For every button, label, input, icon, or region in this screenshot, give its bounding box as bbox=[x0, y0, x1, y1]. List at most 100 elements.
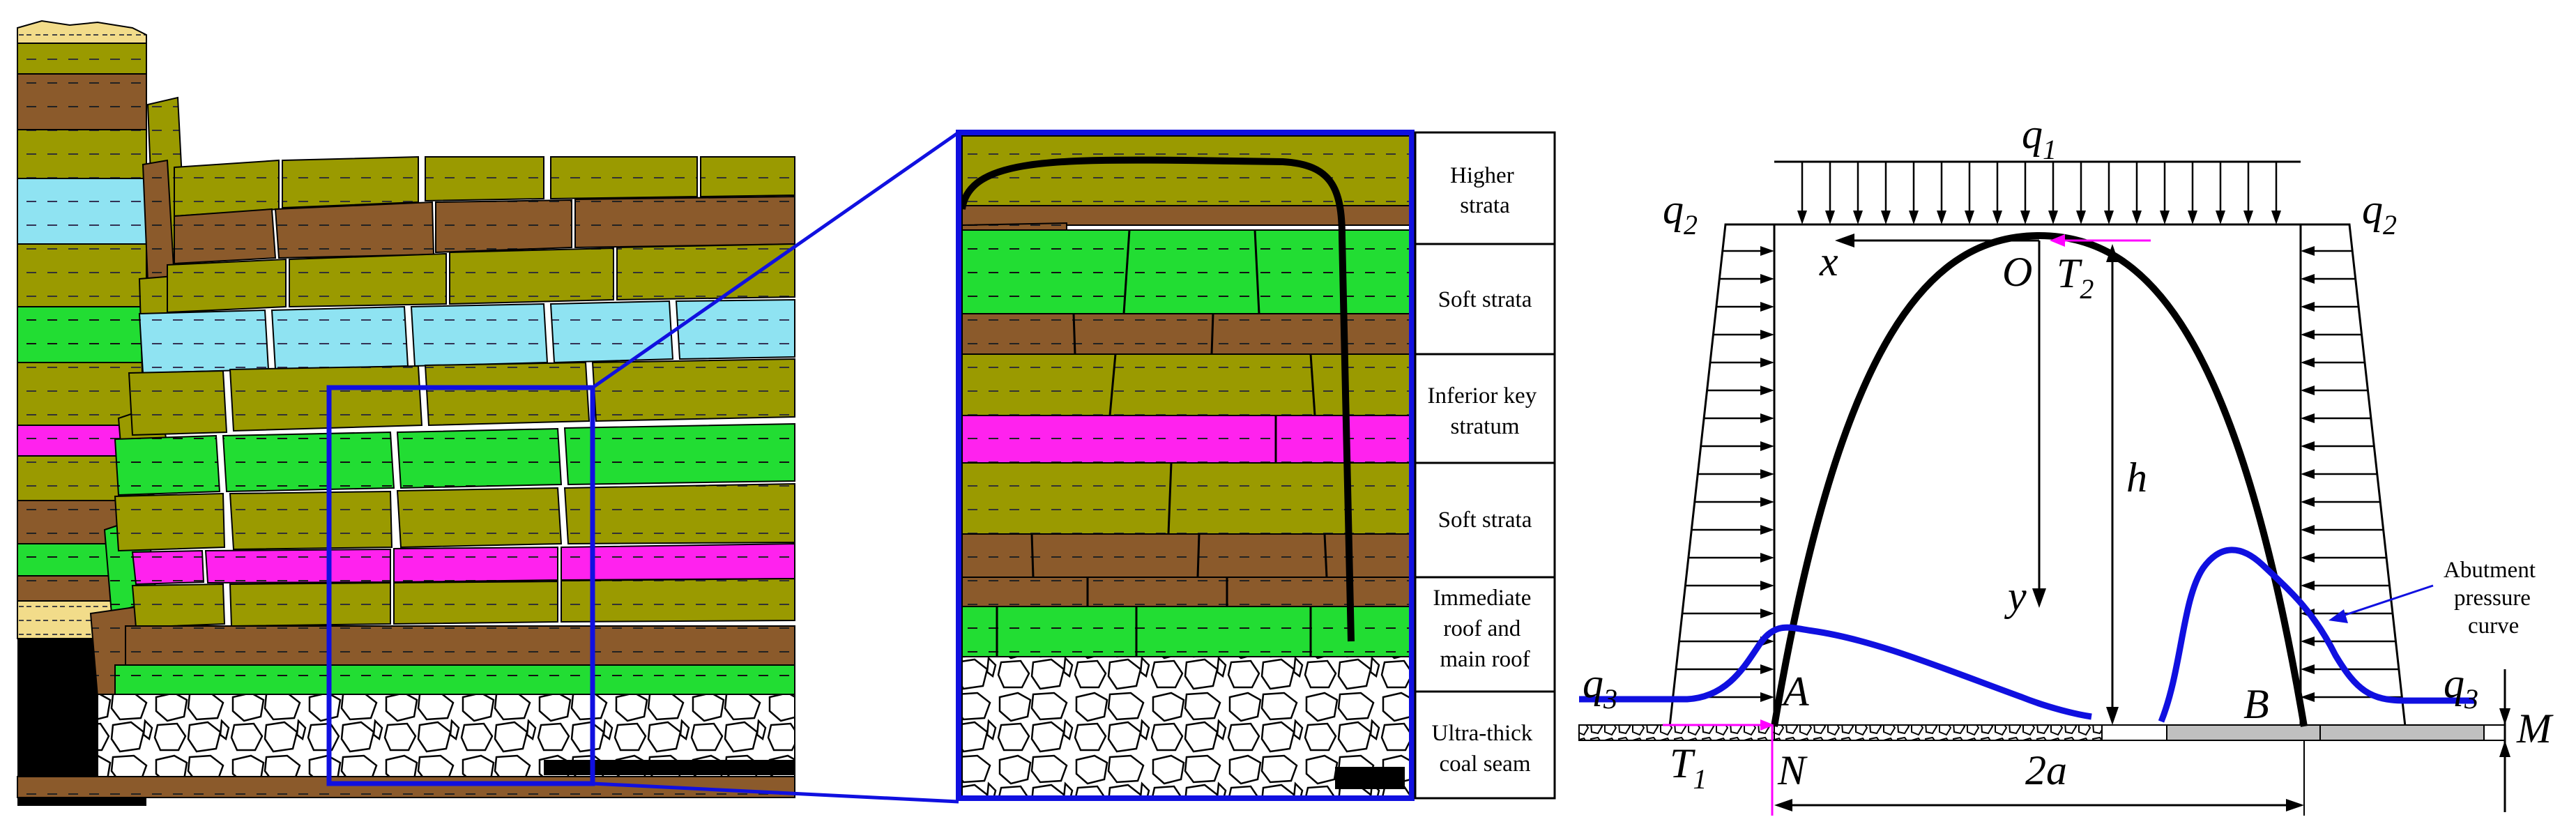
legend-row-soft-strata-lower: Soft strata bbox=[1438, 508, 1532, 533]
load-arrow-head bbox=[1760, 302, 1774, 312]
q2-right-label: q2 bbox=[2362, 186, 2397, 241]
q2-left-label: q2 bbox=[1663, 186, 1698, 241]
load-arrow-head bbox=[2301, 246, 2315, 256]
load-arrow-head bbox=[1965, 211, 1974, 224]
strata-section bbox=[17, 20, 960, 806]
load-arrow-head bbox=[2216, 211, 2225, 224]
load-arrow-head bbox=[1760, 413, 1774, 423]
load-arrow-head bbox=[1760, 497, 1774, 507]
load-arrow-head bbox=[1760, 581, 1774, 590]
load-arrow-head bbox=[2301, 469, 2315, 479]
load-arrow-head bbox=[2301, 692, 2315, 702]
ground-strip-middle bbox=[1774, 724, 2103, 741]
point-b-label: B bbox=[2243, 681, 2269, 727]
load-arrow-head bbox=[1760, 609, 1774, 618]
legend-row-soft-strata-upper: Soft strata bbox=[1438, 287, 1532, 312]
load-arrow-head bbox=[2301, 553, 2315, 563]
zoomed-support bbox=[1335, 767, 1405, 789]
q1-label: q1 bbox=[2022, 111, 2057, 165]
zoomed-section bbox=[956, 130, 1415, 801]
zoom-window bbox=[326, 385, 595, 786]
q2-right-trapezoid bbox=[2301, 223, 2407, 728]
caving-arch bbox=[959, 156, 1355, 642]
caved-strata bbox=[17, 155, 795, 798]
q3-right-label: q3 bbox=[2444, 660, 2478, 715]
abutment-pressure-label: Abutment pressure curve bbox=[2444, 558, 2541, 639]
ground-gap bbox=[2101, 724, 2167, 741]
load-arrow-head bbox=[1760, 358, 1774, 367]
load-arrow-head bbox=[2104, 211, 2114, 224]
load-arrow-head bbox=[1760, 274, 1774, 284]
ground-strip-far-right bbox=[2319, 724, 2485, 741]
point-o-label: O bbox=[2002, 249, 2032, 295]
support-bar bbox=[544, 760, 795, 775]
abutment-curve-left bbox=[1579, 624, 2092, 720]
legend-row-coal-seam: Ultra-thick coal seam bbox=[1431, 721, 1538, 777]
load-arrow-head bbox=[1881, 211, 1891, 224]
load-arrow-head bbox=[1760, 469, 1774, 479]
point-a-label: A bbox=[1781, 669, 1809, 715]
ground-strip-right-grey bbox=[2166, 724, 2321, 741]
point-n-label: N bbox=[1777, 747, 1808, 793]
load-arrow-head bbox=[1760, 553, 1774, 563]
q2-left-arrows bbox=[1672, 246, 1774, 702]
y-axis-label: y bbox=[2004, 573, 2027, 619]
abutment-curve-right bbox=[2158, 547, 2475, 723]
intact-strata-column bbox=[17, 20, 147, 806]
q2-right-arrows bbox=[2301, 246, 2402, 702]
load-arrow-head bbox=[2301, 525, 2315, 535]
h-label: h bbox=[2126, 455, 2147, 501]
span-label: 2a bbox=[2025, 747, 2067, 793]
load-arrow-head bbox=[2301, 636, 2315, 646]
legend-row-inferior-key-stratum: Inferior key stratum bbox=[1428, 383, 1543, 439]
point-m-label: M bbox=[2516, 705, 2554, 751]
load-arrow-head bbox=[2301, 358, 2315, 367]
parabolic-arch bbox=[1771, 231, 2308, 727]
legend-table: Higher strata Soft strata Inferior key s… bbox=[1414, 131, 1556, 800]
load-arrow-head bbox=[2301, 497, 2315, 507]
load-arrow-head bbox=[1760, 692, 1774, 702]
load-arrow-head bbox=[2048, 211, 2058, 224]
q1-arrows bbox=[1797, 162, 2281, 224]
x-axis-label: x bbox=[1819, 238, 1838, 284]
load-arrow-head bbox=[1937, 211, 1946, 224]
load-arrow-head bbox=[1760, 246, 1774, 256]
load-arrow-head bbox=[2132, 211, 2142, 224]
model-box bbox=[1773, 223, 2302, 728]
load-arrow-head bbox=[2301, 413, 2315, 423]
q3-left-label: q3 bbox=[1583, 660, 1617, 715]
load-arrow-head bbox=[2076, 211, 2086, 224]
load-arrow-head bbox=[2188, 211, 2197, 224]
load-arrow-head bbox=[2301, 330, 2315, 339]
load-arrow-head bbox=[2301, 581, 2315, 590]
load-arrow-head bbox=[2301, 386, 2315, 395]
load-arrow-head bbox=[1760, 664, 1774, 674]
load-arrow-head bbox=[1760, 441, 1774, 451]
load-arrow-head bbox=[2301, 664, 2315, 674]
load-arrow-head bbox=[1797, 211, 1807, 224]
load-arrow-head bbox=[1760, 330, 1774, 339]
mechanics-model: q1 q2 q2 q3 q3 x y O T2 h A B T1 N 2a M … bbox=[1578, 111, 2554, 816]
load-arrow-head bbox=[2301, 302, 2315, 312]
t2-label: T2 bbox=[2057, 250, 2094, 305]
load-arrow-head bbox=[1825, 211, 1835, 224]
zoom-line-bottom bbox=[592, 781, 959, 804]
t1-label: T1 bbox=[1670, 740, 1707, 795]
load-arrow-head bbox=[1992, 211, 2002, 224]
load-arrow-head bbox=[1760, 386, 1774, 395]
ground-strip-left bbox=[1578, 724, 1775, 741]
load-arrow-head bbox=[2020, 211, 2030, 224]
legend-row-higher-strata: Higher strata bbox=[1450, 163, 1520, 218]
load-arrow-head bbox=[1853, 211, 1863, 224]
load-arrow-head bbox=[2301, 274, 2315, 284]
load-arrow-head bbox=[2243, 211, 2253, 224]
load-arrow-head bbox=[1760, 525, 1774, 535]
load-arrow-head bbox=[2301, 441, 2315, 451]
load-arrow-head bbox=[2160, 211, 2170, 224]
legend-row-immediate-main-roof: Immediate roof and main roof bbox=[1433, 586, 1537, 672]
load-arrow-head bbox=[2271, 211, 2281, 224]
load-arrow-head bbox=[1909, 211, 1919, 224]
annotation-arrow bbox=[2338, 584, 2434, 618]
zoom-line-top bbox=[591, 130, 960, 390]
